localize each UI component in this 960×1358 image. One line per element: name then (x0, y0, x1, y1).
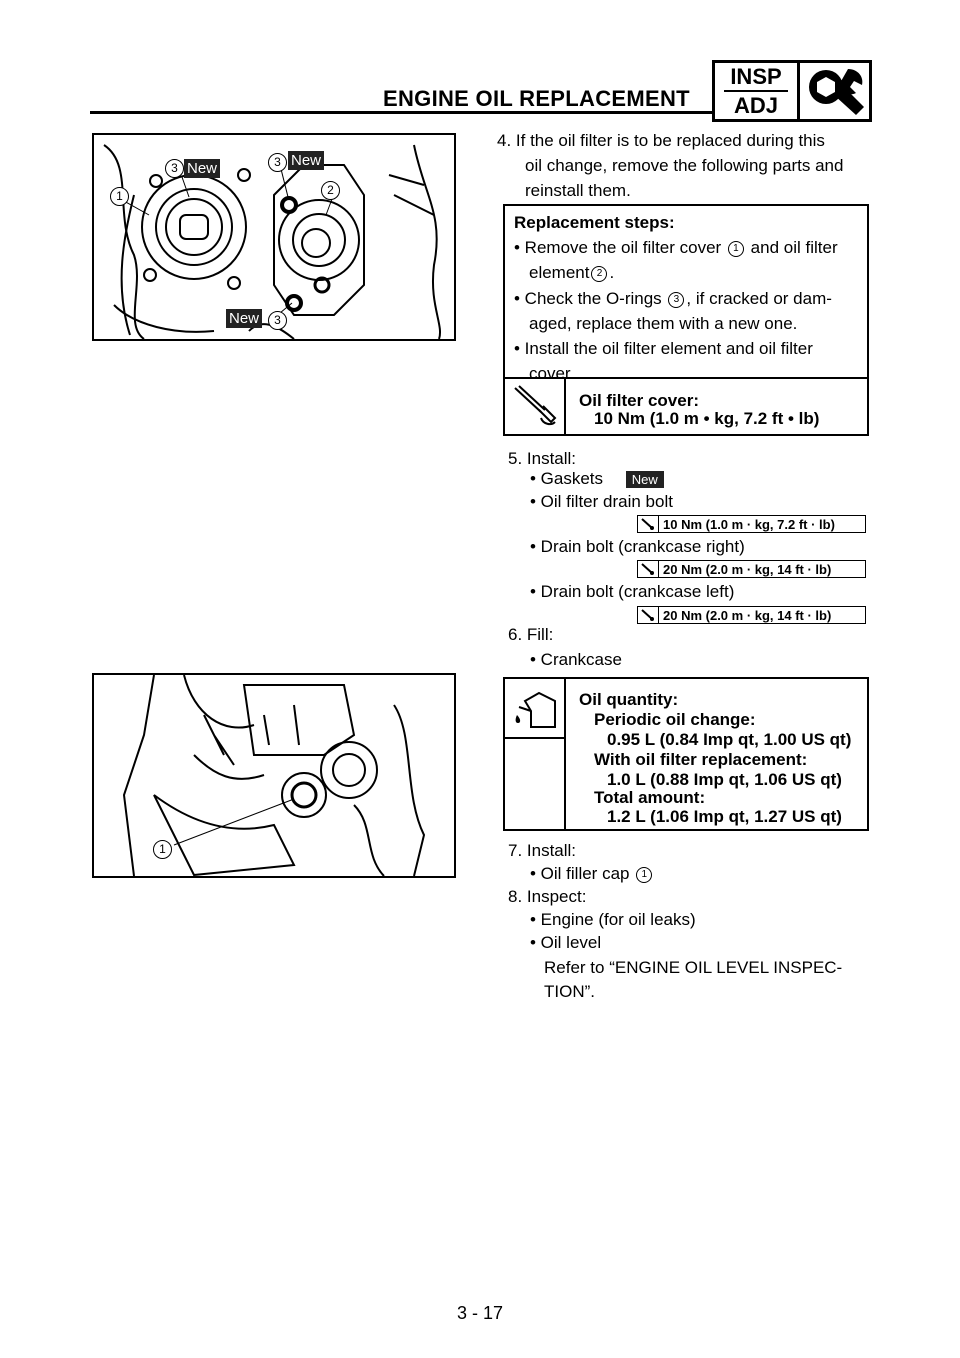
step8-ref1: Refer to “ENGINE OIL LEVEL INSPEC- (544, 958, 843, 977)
filter-value: 1.0 L (0.88 Imp qt, 1.06 US qt) (607, 770, 842, 789)
total-label: Total amount: (594, 788, 706, 807)
callout-1: 1 (153, 840, 172, 859)
replacement-b3-l2: cover. (529, 364, 575, 383)
new-tag-3: New (226, 309, 263, 328)
replacement-title: Replacement steps: (514, 213, 675, 232)
step5-drain-left: • Drain bolt (crankcase left) (530, 582, 735, 601)
page-title: ENGINE OIL REPLACEMENT (383, 86, 690, 111)
step6-crankcase: • Crankcase (530, 650, 622, 669)
step5-heading: 5. Install: (508, 449, 577, 468)
step8-heading: 8. Inspect: (508, 887, 587, 906)
filter-label: With oil filter replacement: (594, 750, 808, 769)
replacement-b2-l1: • Check the O-rings 3, if cracked or dam… (514, 286, 832, 311)
b1-l2-end: . (609, 263, 615, 282)
torque-wrench-icon (638, 516, 659, 532)
oil-quantity-title: Oil quantity: (579, 690, 679, 709)
torque-title: Oil filter cover: (579, 391, 699, 410)
replacement-b2-l2: aged, replace them with a new one. (529, 314, 798, 333)
spec2-text: 20 Nm (2.0 m · kg, 14 ft · lb) (663, 561, 832, 577)
step8-item2: • Oil level (530, 933, 602, 952)
oil-filler-cap-text: • Oil filler cap (530, 864, 630, 883)
badge-text: INSP ADJ (715, 63, 800, 119)
spec1-text: 10 Nm (1.0 m · kg, 7.2 ft · lb) (663, 516, 835, 532)
torque-wrench-icon (638, 561, 659, 577)
header-rule (90, 111, 712, 114)
step7-heading: 7. Install: (508, 841, 577, 860)
step5-gaskets: • Gaskets New (530, 466, 664, 492)
new-tag-2: New (288, 151, 325, 170)
torque-wrench-icon (511, 384, 559, 433)
badge-adj: ADJ (733, 93, 778, 118)
callout-1: 1 (110, 187, 129, 206)
step4-line3: reinstall them. (525, 181, 631, 200)
badge-insp: INSP (730, 64, 782, 89)
step8-ref2: TION”. (544, 982, 595, 1001)
new-tag-gaskets: New (625, 471, 664, 488)
ref-2: 2 (591, 266, 608, 282)
callout-3a: 3 (165, 159, 184, 178)
step8-item1: • Engine (for oil leaks) (530, 910, 696, 929)
replacement-b3-l1: • Install the oil filter element and oil… (514, 339, 813, 358)
badge-divider (724, 90, 788, 92)
spec-bar-2: 20 Nm (2.0 m · kg, 14 ft · lb) (637, 560, 866, 578)
wrench-inspect-icon (800, 63, 869, 119)
callout-2: 2 (321, 181, 340, 200)
callout-3b: 3 (268, 153, 287, 172)
step5-drain-right: • Drain bolt (crankcase right) (530, 537, 745, 556)
engine-illustration (122, 675, 426, 876)
oil-can-icon (511, 687, 559, 736)
callout-3c: 3 (268, 311, 287, 330)
step6-heading: 6. Fill: (508, 625, 554, 644)
ref-3: 3 (668, 292, 685, 308)
total-value: 1.2 L (1.06 Imp qt, 1.27 US qt) (607, 807, 842, 826)
step5-oil-filter-drain-bolt: • Oil filter drain bolt (530, 492, 673, 511)
step4-line2: oil change, remove the following parts a… (525, 156, 844, 175)
b2-text-b: , if cracked or dam- (686, 289, 832, 308)
periodic-label: Periodic oil change: (594, 710, 756, 729)
icon-box-bottom (505, 737, 566, 739)
b2-text-a: • Check the O-rings (514, 289, 662, 308)
icon-divider (564, 679, 566, 829)
figure-oil-filter: 1 2 3 3 3 New New New (92, 133, 456, 341)
page-number: 3 - 17 (456, 1303, 504, 1323)
spec3-text: 20 Nm (2.0 m · kg, 14 ft · lb) (663, 607, 832, 623)
b1-text-b: and oil filter (750, 238, 838, 257)
periodic-value: 0.95 L (0.84 Imp qt, 1.00 US qt) (607, 730, 852, 749)
b1-text-a: • Remove the oil filter cover (514, 238, 722, 257)
torque-wrench-icon (638, 607, 659, 623)
ref-1: 1 (636, 867, 653, 883)
torque-value: 10 Nm (1.0 m • kg, 7.2 ft • lb) (594, 409, 820, 428)
replacement-b1-l1: • Remove the oil filter cover 1 and oil … (514, 235, 838, 260)
oil-quantity-box: Oil quantity: Periodic oil change: 0.95 … (503, 677, 869, 831)
step7-item: • Oil filler cap 1 (530, 861, 654, 886)
replacement-steps-box: Replacement steps: • Remove the oil filt… (503, 204, 869, 436)
spec-bar-1: 10 Nm (1.0 m · kg, 7.2 ft · lb) (637, 515, 866, 533)
box-divider (505, 377, 867, 379)
new-tag-1: New (184, 159, 221, 178)
step4-line1: 4. If the oil filter is to be replaced d… (497, 131, 825, 150)
oil-filter-illustration (103, 144, 441, 339)
figure-oil-filler-cap: 1 (92, 673, 456, 878)
b1-l2-text: element (529, 263, 590, 282)
ref-1: 1 (727, 241, 744, 257)
section-badge: INSP ADJ (712, 60, 872, 122)
spec-bar-3: 20 Nm (2.0 m · kg, 14 ft · lb) (637, 606, 866, 624)
gaskets-text: • Gaskets (530, 469, 604, 488)
icon-divider (564, 377, 566, 434)
